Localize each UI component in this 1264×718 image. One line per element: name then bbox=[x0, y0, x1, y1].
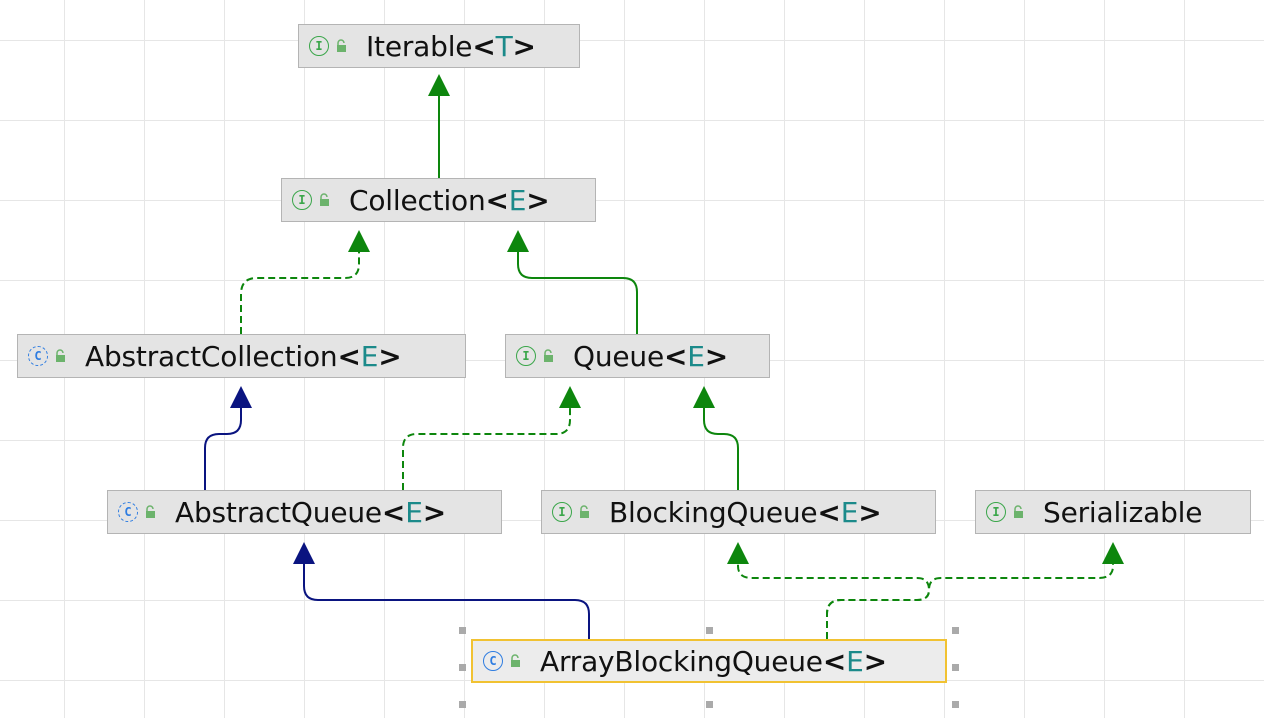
node-label: AbstractQueue<E> bbox=[175, 495, 446, 529]
arrowhead-queue bbox=[693, 386, 715, 408]
resize-handle[interactable] bbox=[952, 701, 959, 708]
node-iterable[interactable]: I Iterable<T> bbox=[298, 24, 580, 68]
arrowhead-blocking-queue bbox=[727, 542, 749, 564]
resize-handle[interactable] bbox=[459, 664, 466, 671]
edge-array-blocking-queue-to-abstract-queue bbox=[303, 563, 590, 639]
node-label: Queue<E> bbox=[573, 339, 729, 373]
resize-handle[interactable] bbox=[706, 701, 713, 708]
interface-icon: I bbox=[552, 502, 572, 522]
public-lock-icon bbox=[511, 654, 520, 667]
interface-icon: I bbox=[516, 346, 536, 366]
node-abstract-queue[interactable]: C AbstractQueue<E> bbox=[107, 490, 502, 534]
arrowhead-serializable bbox=[1102, 542, 1124, 564]
node-queue[interactable]: I Queue<E> bbox=[505, 334, 770, 378]
arrowhead-abstract-queue bbox=[293, 542, 315, 564]
interface-icon: I bbox=[292, 190, 312, 210]
public-lock-icon bbox=[544, 349, 553, 362]
arrowhead-abstract-collection bbox=[230, 386, 252, 408]
abstract-class-icon: C bbox=[118, 502, 138, 522]
node-array-blocking-queue[interactable]: C ArrayBlockingQueue<E> bbox=[471, 639, 947, 683]
edge-array-blocking-queue-to-blocking-queue bbox=[737, 563, 931, 639]
public-lock-icon bbox=[56, 349, 65, 362]
public-lock-icon bbox=[146, 505, 155, 518]
edge-abstract-queue-to-queue bbox=[402, 407, 571, 490]
resize-handle[interactable] bbox=[952, 627, 959, 634]
abstract-class-icon: C bbox=[28, 346, 48, 366]
resize-handle[interactable] bbox=[706, 627, 713, 634]
node-serializable[interactable]: I Serializable bbox=[975, 490, 1251, 534]
node-blocking-queue[interactable]: I BlockingQueue<E> bbox=[541, 490, 936, 534]
arrowhead-iterable bbox=[428, 74, 450, 96]
class-icon: C bbox=[483, 651, 503, 671]
interface-icon: I bbox=[986, 502, 1006, 522]
edge-array-blocking-queue-to-serializable bbox=[826, 563, 1114, 639]
public-lock-icon bbox=[580, 505, 589, 518]
resize-handle[interactable] bbox=[952, 664, 959, 671]
node-label: Collection<E> bbox=[349, 183, 550, 217]
arrowhead-queue bbox=[559, 386, 581, 408]
arrowhead-collection bbox=[348, 230, 370, 252]
node-abstract-collection[interactable]: C AbstractCollection<E> bbox=[17, 334, 466, 378]
arrowhead-collection bbox=[507, 230, 529, 252]
resize-handle[interactable] bbox=[459, 627, 466, 634]
public-lock-icon bbox=[337, 39, 346, 52]
node-label: ArrayBlockingQueue<E> bbox=[540, 644, 887, 678]
node-label: AbstractCollection<E> bbox=[85, 339, 402, 373]
public-lock-icon bbox=[320, 193, 329, 206]
node-label: Serializable bbox=[1043, 495, 1203, 529]
public-lock-icon bbox=[1014, 505, 1023, 518]
interface-icon: I bbox=[309, 36, 329, 56]
edge-blocking-queue-to-queue bbox=[703, 407, 739, 490]
node-label: Iterable<T> bbox=[366, 29, 536, 63]
node-collection[interactable]: I Collection<E> bbox=[281, 178, 596, 222]
resize-handle[interactable] bbox=[459, 701, 466, 708]
edge-abstract-collection-to-collection bbox=[240, 251, 360, 334]
node-label: BlockingQueue<E> bbox=[609, 495, 882, 529]
edge-queue-to-collection bbox=[517, 251, 638, 334]
edge-abstract-queue-to-abstract-collection bbox=[204, 407, 242, 490]
